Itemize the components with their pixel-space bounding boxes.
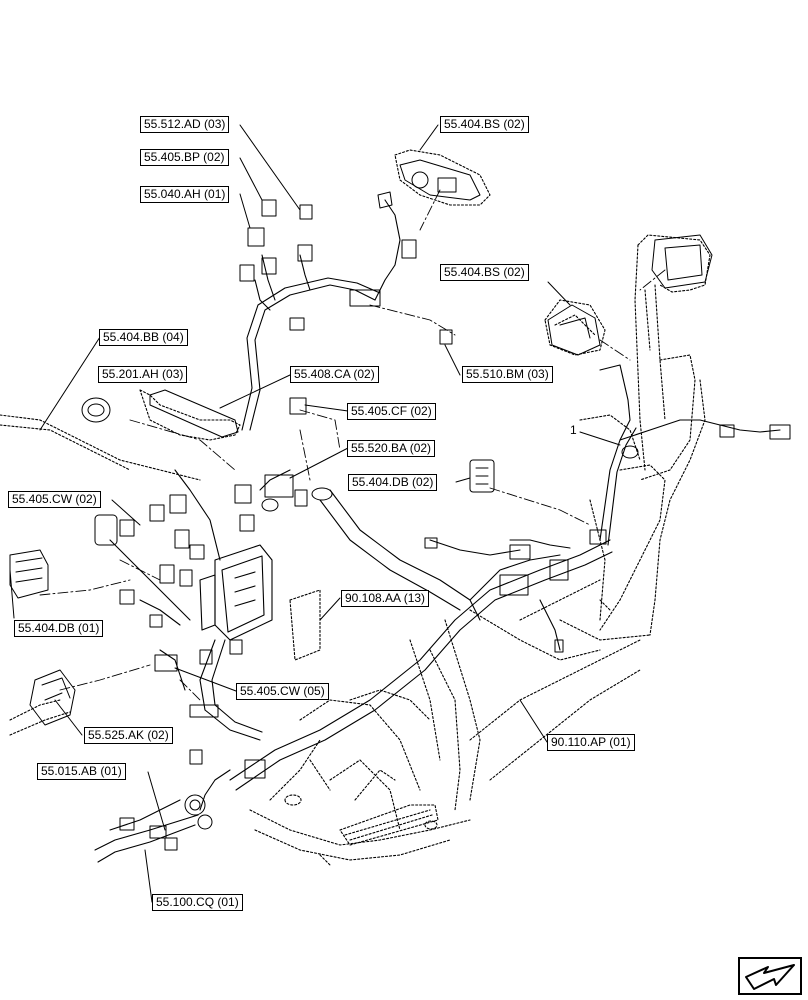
callout-55-404-bs-02-top: 55.404.BS (02)	[440, 116, 529, 133]
control-module-box	[199, 544, 273, 641]
callout-55-512-ad-03: 55.512.AD (03)	[140, 116, 230, 133]
callout-55-405-cf-02: 55.405.CF (02)	[347, 403, 436, 420]
flat-cable-408ca	[149, 389, 239, 438]
callout-55-100-cq-01: 55.100.CQ (01)	[152, 894, 243, 911]
leader-lines	[39, 189, 666, 701]
callout-pointers	[9, 124, 621, 903]
callout-55-040-ah-01: 55.040.AH (01)	[140, 186, 230, 203]
callout-90-108-aa-13: 90.108.AA (13)	[341, 590, 430, 607]
callout-55-404-bb-04: 55.404.BB (04)	[99, 329, 188, 346]
fuse-panel-525	[29, 669, 76, 726]
cab-frame-structure	[0, 149, 711, 866]
callout-55-404-db-01: 55.404.DB (01)	[14, 620, 104, 637]
switch-round	[81, 397, 111, 423]
connector-cluster-left	[94, 474, 308, 672]
callout-55-405-bp-02: 55.405.BP (02)	[140, 149, 229, 166]
callout-55-520-ba-02: 55.520.BA (02)	[347, 440, 436, 457]
callout-90-110-ap-01: 90.110.AP (01)	[547, 734, 635, 751]
callout-55-408-ca-02: 55.408.CA (02)	[290, 366, 379, 383]
callout-55-405-cw-02: 55.405.CW (02)	[8, 491, 101, 508]
main-harness-trunk	[94, 199, 781, 863]
callout-55-404-bs-02-right: 55.404.BS (02)	[440, 264, 529, 281]
arrow-lower-left-icon	[745, 964, 795, 990]
connector-right-404db	[469, 459, 495, 493]
callout-55-404-db-02: 55.404.DB (02)	[348, 474, 438, 491]
work-lamp-top	[377, 159, 481, 209]
callout-55-201-ah-03: 55.201.AH (03)	[98, 366, 188, 383]
work-lamp-right	[547, 234, 713, 356]
callout-55-525-ak-02: 55.525.AK (02)	[84, 727, 173, 744]
callout-55-510-bm-03: 55.510.BM (03)	[462, 366, 553, 383]
connectors-lower	[119, 704, 266, 851]
callout-55-015-ab-01: 55.015.AB (01)	[37, 763, 126, 780]
item-number-label: 1	[570, 423, 577, 437]
callout-55-405-cw-05: 55.405.CW (05)	[236, 683, 329, 700]
relay-box-left	[9, 549, 49, 599]
